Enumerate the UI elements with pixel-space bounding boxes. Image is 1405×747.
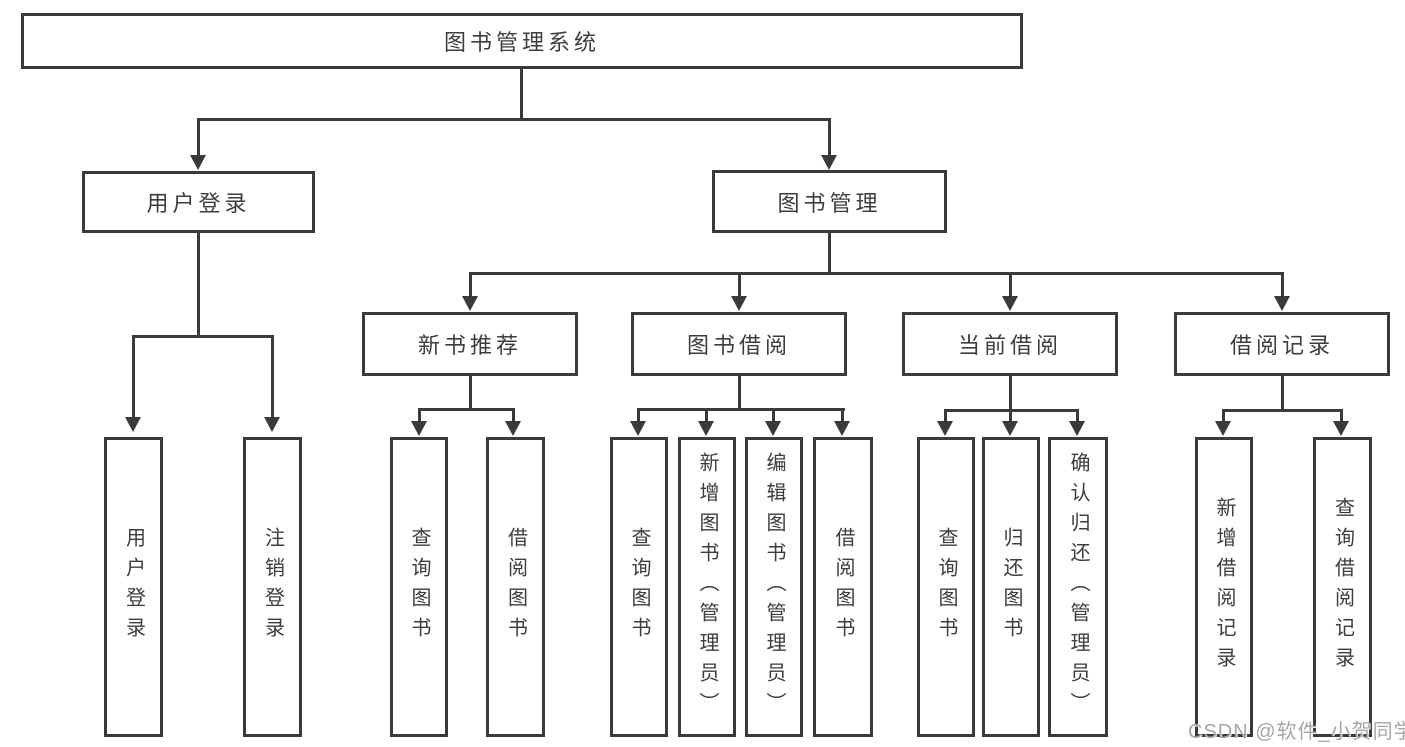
leaf-newbooks-borrow: 借阅图书: [486, 437, 545, 737]
connector-line: [841, 408, 844, 422]
leaf-records-add-label: 新增借阅记录: [1213, 497, 1235, 677]
connector-line: [828, 118, 831, 156]
leaf-records-query: 查询借阅记录: [1313, 437, 1372, 737]
connector-line: [469, 376, 472, 408]
connector-line: [271, 335, 274, 418]
node-current-borrow-label: 当前借阅: [957, 333, 1062, 358]
leaf-current-return: 归还图书: [982, 437, 1040, 737]
arrowhead-down: [1274, 296, 1290, 311]
leaf-user-login-label: 用户登录: [122, 527, 145, 647]
arrowhead-down: [411, 421, 427, 436]
leaf-borrow-add-admin: 新增图书（管理员）: [678, 437, 736, 737]
connector-line: [197, 118, 831, 121]
node-borrow-records-label: 借阅记录: [1229, 333, 1334, 358]
connector-line: [738, 376, 741, 408]
connector-line: [738, 272, 741, 297]
connector-line: [1340, 409, 1343, 422]
connector-line: [1076, 409, 1079, 422]
arrowhead-down: [731, 296, 747, 311]
node-user-login-label: 用户登录: [146, 191, 251, 216]
leaf-borrow-book: 借阅图书: [813, 437, 873, 737]
connector-line: [1281, 376, 1284, 409]
connector-line: [637, 408, 845, 411]
leaf-current-confirm-admin-label: 确认归还（管理员）: [1067, 452, 1089, 722]
arrowhead-down: [1333, 421, 1349, 436]
arrowhead-down: [1215, 421, 1231, 436]
leaf-records-add: 新增借阅记录: [1195, 437, 1253, 737]
connector-line: [1009, 272, 1012, 297]
arrowhead-down: [1002, 296, 1018, 311]
leaf-newbooks-query-label: 查询图书: [408, 527, 430, 647]
connector-line: [512, 408, 515, 422]
arrowhead-down: [937, 421, 953, 436]
connector-line: [705, 408, 708, 422]
arrowhead-down: [821, 155, 837, 170]
node-new-book-recommend: 新书推荐: [362, 312, 578, 376]
leaf-logout: 注销登录: [243, 437, 302, 737]
leaf-current-return-label: 归还图书: [1000, 527, 1022, 647]
connector-line: [1009, 409, 1012, 422]
node-root: 图书管理系统: [21, 13, 1023, 69]
leaf-logout-label: 注销登录: [261, 527, 284, 647]
arrowhead-down: [264, 417, 280, 432]
connector-line: [197, 233, 200, 335]
connector-line: [944, 409, 947, 422]
node-book-borrow: 图书借阅: [631, 312, 847, 376]
node-book-borrow-label: 图书借阅: [686, 333, 791, 358]
node-user-login: 用户登录: [82, 171, 315, 233]
leaf-borrow-edit-admin: 编辑图书（管理员）: [745, 437, 803, 737]
connector-line: [469, 272, 1283, 275]
connector-line: [1222, 409, 1225, 422]
arrowhead-down: [125, 417, 141, 432]
node-book-management-label: 图书管理: [777, 190, 882, 216]
arrowhead-down: [698, 421, 714, 436]
node-borrow-records: 借阅记录: [1174, 312, 1390, 376]
arrowhead-down: [505, 421, 521, 436]
connector-line: [418, 408, 421, 422]
leaf-borrow-book-label: 借阅图书: [832, 527, 854, 647]
leaf-borrow-edit-admin-label: 编辑图书（管理员）: [763, 452, 785, 722]
leaf-current-confirm-admin: 确认归还（管理员）: [1048, 437, 1108, 737]
node-current-borrow: 当前借阅: [902, 312, 1118, 376]
arrowhead-down: [630, 421, 646, 436]
connector-line: [197, 118, 200, 156]
connector-line: [637, 408, 640, 422]
connector-line: [828, 233, 831, 272]
leaf-user-login: 用户登录: [104, 437, 163, 737]
leaf-current-query: 查询图书: [917, 437, 975, 737]
connector-line: [469, 272, 472, 297]
connector-line: [418, 408, 515, 411]
arrowhead-down: [190, 155, 206, 170]
connector-line: [520, 69, 523, 118]
connector-line: [132, 335, 274, 338]
leaf-borrow-add-admin-label: 新增图书（管理员）: [696, 452, 718, 722]
node-book-management: 图书管理: [712, 170, 947, 233]
leaf-records-query-label: 查询借阅记录: [1331, 497, 1354, 677]
arrowhead-down: [462, 296, 478, 311]
node-root-label: 图书管理系统: [443, 30, 600, 55]
connector-line: [772, 408, 775, 422]
connector-line: [1009, 376, 1012, 409]
leaf-newbooks-borrow-label: 借阅图书: [504, 527, 527, 647]
connector-line: [1222, 409, 1343, 412]
csdn-watermark: CSDN @软件_小贺同学: [1188, 721, 1405, 743]
leaf-borrow-query: 查询图书: [610, 437, 668, 737]
leaf-borrow-query-label: 查询图书: [628, 527, 650, 647]
leaf-newbooks-query: 查询图书: [390, 437, 448, 737]
leaf-current-query-label: 查询图书: [935, 527, 957, 647]
arrowhead-down: [765, 421, 781, 436]
connector-line: [1281, 272, 1284, 297]
node-new-book-recommend-label: 新书推荐: [417, 333, 522, 358]
arrowhead-down: [1069, 421, 1085, 436]
connector-line: [132, 335, 135, 418]
arrowhead-down: [834, 421, 850, 436]
arrowhead-down: [1002, 421, 1018, 436]
